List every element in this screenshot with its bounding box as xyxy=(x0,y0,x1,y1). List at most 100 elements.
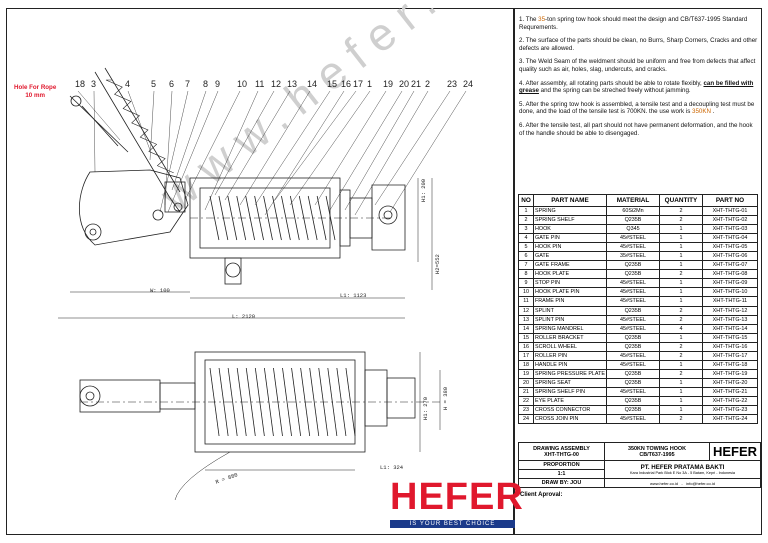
header-quantity: QUANTITY xyxy=(659,194,703,207)
client-approval: Client Aproval: xyxy=(520,492,563,498)
part-material: Q235B xyxy=(606,405,660,416)
callout-6: 6 xyxy=(169,79,175,89)
hook-body xyxy=(78,169,189,246)
part-number: XHT-THTG-11 xyxy=(702,296,758,307)
proportion-label: PROPORTION xyxy=(518,460,605,470)
part-quantity: 1 xyxy=(659,386,703,397)
part-name: HOOK PLATE xyxy=(533,269,607,280)
drawing-assembly-label: DRAWING ASSEMBLY xyxy=(533,445,590,452)
part-no-index: 7 xyxy=(518,260,534,271)
part-no-index: 23 xyxy=(518,405,534,416)
part-name: HOOK PIN xyxy=(533,242,607,253)
part-name: CROSS CONNECTOR xyxy=(533,405,607,416)
part-quantity: 1 xyxy=(659,287,703,298)
part-material: 45#STEEL xyxy=(606,278,660,289)
callout-2: 2 xyxy=(425,79,431,89)
part-number: XHT-THTG-05 xyxy=(702,242,758,253)
part-quantity: 1 xyxy=(659,224,703,235)
part-name: CROSS JOIN PIN xyxy=(533,414,607,425)
callout-18: 18 xyxy=(75,79,86,89)
dim-l: L: 2120 xyxy=(232,313,256,320)
dim-l1: L1: 1123 xyxy=(340,292,367,299)
part-name: HOOK PLATE PIN xyxy=(533,287,607,298)
rope-hole xyxy=(70,95,82,107)
part-no-index: 14 xyxy=(518,323,534,334)
leader-10 xyxy=(184,90,241,201)
email: info@hefer.co.id xyxy=(686,480,715,486)
rope-hole-label-line1: Hole For Rope xyxy=(14,84,57,91)
part-quantity: 1 xyxy=(659,251,703,262)
rope-hole-label-line2: 10 mm xyxy=(25,92,45,99)
leader-20 xyxy=(329,90,403,211)
draw-by: DRAW BY: JOU xyxy=(518,478,605,488)
leader-17 xyxy=(274,90,357,201)
callout-24: 24 xyxy=(463,79,474,89)
part-no-index: 22 xyxy=(518,395,534,407)
callout-leaders xyxy=(77,90,467,216)
part-name: HANDLE PIN xyxy=(533,359,607,370)
note-4-text: can be filled with grease xyxy=(519,79,754,95)
leader-11 xyxy=(204,90,259,211)
part-material: 45#STEEL xyxy=(606,314,660,325)
notes-section: 1. The 35-ton spring tow hook should mee… xyxy=(519,16,759,143)
drawing-frame xyxy=(6,8,762,535)
drawing-number: XHT-THTG-00 xyxy=(544,451,579,458)
callout-16: 16 xyxy=(341,79,352,89)
drawing-assembly-cell: DRAWING ASSEMBLY XHT-THTG-00 xyxy=(518,442,605,461)
leader-13 xyxy=(224,90,291,201)
leader-21 xyxy=(344,90,415,211)
part-material: 45#STEEL xyxy=(606,414,660,425)
note-1-text: -ton spring tow hook should meet the des… xyxy=(519,16,748,31)
company-address: Kara Industrial Park Blok E No 3A - 5 Ba… xyxy=(629,471,736,475)
callout-21: 21 xyxy=(411,79,422,89)
dim-h1b: H1: 270 xyxy=(422,396,429,420)
callout-13: 13 xyxy=(287,79,298,89)
part-quantity: 1 xyxy=(659,260,703,271)
leader-5 xyxy=(149,90,155,161)
leader-1 xyxy=(289,90,371,206)
note-6: 6. After the tensile test, all part shou… xyxy=(519,122,759,137)
part-name: SPRING xyxy=(533,205,607,217)
part-number: XHT-THTG-10 xyxy=(702,287,758,298)
dim-l1b: L1: 324 xyxy=(380,464,404,471)
part-quantity: 1 xyxy=(659,233,703,244)
part-name: SPLINT xyxy=(533,305,607,316)
part-no-index: 9 xyxy=(518,278,534,289)
part-no-index: 24 xyxy=(518,414,534,425)
part-material: Q235B xyxy=(606,215,660,226)
part-no-index: 10 xyxy=(518,287,534,298)
part-material: Q235B xyxy=(606,260,660,271)
part-material: 45#STEEL xyxy=(606,359,660,370)
header-no: NO xyxy=(518,194,534,207)
part-number: XHT-THTG-21 xyxy=(702,386,758,397)
part-quantity: 1 xyxy=(659,332,703,343)
part-material: 45#STEEL xyxy=(606,350,660,361)
part-quantity: 2 xyxy=(659,314,703,325)
hefer-logo: HEFER IS YOUR BEST CHOICE xyxy=(390,476,523,534)
callout-15: 15 xyxy=(327,79,338,89)
dim-w: W: 100 xyxy=(150,287,170,294)
part-number: XHT-THTG-24 xyxy=(702,414,758,425)
proportion-value: 1:1 xyxy=(518,469,605,479)
part-number: XHT-THTG-09 xyxy=(702,278,758,289)
assembly-drawing xyxy=(58,67,467,501)
company-cell: PT. HEFER PRATAMA BAKTI Kara Industrial … xyxy=(604,460,761,479)
part-name: SPLINT PIN xyxy=(533,314,607,325)
note-3: 3. The Weld Seam of the weldment should … xyxy=(519,58,759,73)
frame-divider xyxy=(513,8,515,535)
note-4-text: 4. After assembly, all rotating parts sh… xyxy=(519,79,704,87)
part-material: 45#STEEL xyxy=(606,233,660,244)
parts-table-header: NO PART NAME MATERIAL QUANTITY PART NO xyxy=(518,194,758,207)
note-1-text: 1. The xyxy=(519,16,539,23)
part-no-index: 16 xyxy=(518,341,534,352)
part-quantity: 2 xyxy=(659,350,703,361)
